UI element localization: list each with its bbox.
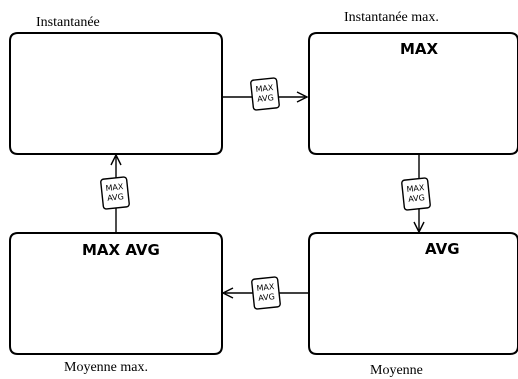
state-instant: Instantanée	[9, 15, 223, 155]
box-avg	[308, 232, 518, 355]
button-label-max: MAX	[255, 83, 274, 94]
button-icon	[401, 177, 431, 211]
button-label-avg: AVG	[258, 292, 275, 303]
button-label-avg: AVG	[257, 93, 274, 104]
arrowhead-right	[296, 91, 309, 103]
label-max: MAX	[400, 40, 439, 58]
box-instant	[9, 32, 223, 155]
max-avg-button: MAX AVG	[250, 77, 280, 111]
button-icon	[100, 176, 130, 210]
button-label-max: MAX	[406, 183, 425, 194]
caption-max: Instantanée max.	[344, 10, 439, 25]
arrowhead-down	[413, 221, 425, 234]
state-max: Instantanée max. MAX	[308, 10, 518, 155]
max-avg-button: MAX AVG	[251, 276, 281, 310]
label-avg: AVG	[425, 240, 460, 258]
button-icon	[250, 77, 280, 111]
box-max	[308, 32, 518, 155]
state-avg: AVG Moyenne	[308, 232, 518, 378]
max-avg-button: MAX AVG	[401, 177, 431, 211]
state-maxavg: MAX AVG Moyenne max.	[9, 232, 223, 375]
button-label-max: MAX	[105, 182, 124, 193]
caption-maxavg: Moyenne max.	[64, 360, 148, 375]
transition-instant-to-max: MAX AVG	[222, 77, 309, 111]
box-maxavg	[9, 232, 223, 355]
label-maxavg: MAX AVG	[82, 241, 160, 259]
transition-avg-to-maxavg: MAX AVG	[221, 276, 309, 310]
button-label-avg: AVG	[408, 193, 425, 204]
arrowhead-up	[110, 153, 122, 166]
transition-max-to-avg: MAX AVG	[401, 154, 431, 234]
button-label-max: MAX	[256, 282, 275, 293]
button-icon	[251, 276, 281, 310]
arrowhead-left	[221, 287, 234, 299]
max-avg-button: MAX AVG	[100, 176, 130, 210]
caption-avg: Moyenne	[370, 363, 423, 378]
transition-maxavg-to-instant: MAX AVG	[100, 153, 130, 233]
caption-instant: Instantanée	[36, 15, 100, 30]
button-label-avg: AVG	[107, 192, 124, 203]
